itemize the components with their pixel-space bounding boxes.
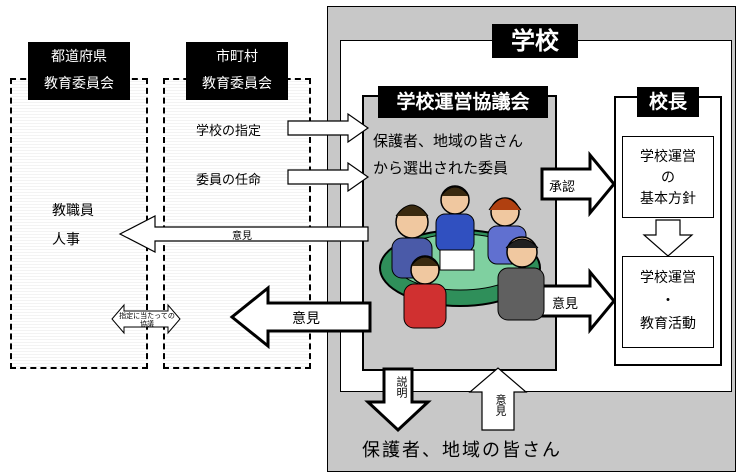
- arrow-opinion-personnel: [118, 215, 369, 253]
- personnel-line2: 人事: [52, 232, 80, 248]
- policy-line1: 学校運営: [640, 149, 696, 165]
- activity-box: 学校運営 ・ 教育活動: [622, 256, 714, 348]
- policy-line2: の: [661, 170, 675, 186]
- arrow-designation: [287, 112, 370, 144]
- principal-title: 校長: [637, 87, 699, 117]
- arrow-explanation: [364, 367, 432, 433]
- council-title: 学校運営協議会: [378, 86, 548, 118]
- policy-line3: 基本方針: [640, 191, 696, 207]
- council-desc-line1: 保護者、地域の皆さん: [373, 132, 524, 150]
- activity-line2: ・: [661, 293, 675, 309]
- label-opinion-municipal: 意見: [292, 311, 320, 327]
- council-desc-line2: から選出された委員: [373, 159, 509, 177]
- parents-label: 保護者、地域の皆さん: [362, 440, 562, 461]
- municipal-board-line1: 市町村: [216, 49, 258, 65]
- label-designation: 学校の指定: [196, 124, 262, 139]
- personnel-line1: 教職員: [52, 203, 94, 219]
- label-opinion-parents: 意見: [494, 394, 507, 416]
- policy-box: 学校運営 の 基本方針: [622, 136, 714, 218]
- arrow-opinion-activity: [540, 267, 616, 335]
- arrow-opinion-municipal: [229, 284, 372, 350]
- label-opinion-activity: 意見: [552, 297, 579, 312]
- municipal-board-title: 市町村 教育委員会: [186, 42, 288, 100]
- label-consultation: 指定に当たっての協議: [119, 312, 175, 328]
- arrow-consultation: [111, 303, 181, 335]
- arrow-approval: [540, 150, 616, 218]
- school-title: 学校: [492, 24, 578, 58]
- label-explanation: 説明: [395, 376, 408, 398]
- municipal-board-line2: 教育委員会: [202, 76, 272, 92]
- arrow-opinion-parents: [468, 367, 528, 431]
- prefecture-board-line2: 教育委員会: [44, 76, 114, 92]
- arrow-appointment: [287, 161, 370, 193]
- arrow-policy-down: [642, 219, 694, 257]
- label-approval: 承認: [549, 180, 576, 195]
- label-appointment: 委員の任命: [196, 173, 262, 188]
- prefecture-board-line1: 都道府県: [51, 49, 107, 65]
- activity-line3: 教育活動: [640, 316, 696, 332]
- meeting-illustration: [379, 185, 545, 329]
- activity-line1: 学校運営: [640, 270, 696, 286]
- prefecture-board-title: 都道府県 教育委員会: [28, 42, 130, 100]
- label-opinion-personnel: 意見: [232, 231, 252, 242]
